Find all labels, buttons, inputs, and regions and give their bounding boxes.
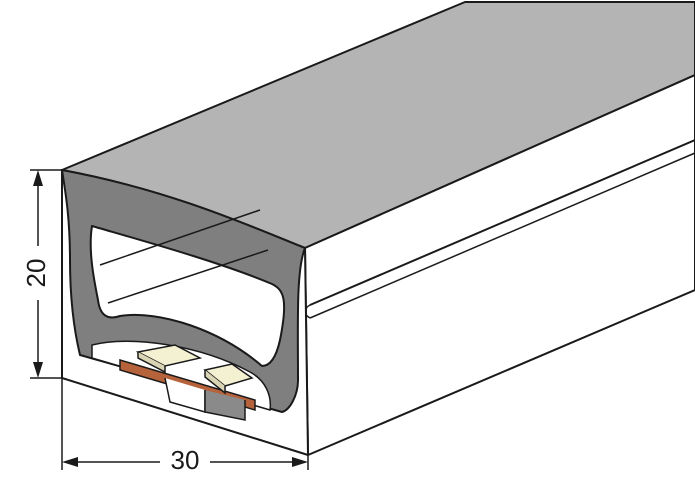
width-arrow-right <box>292 457 308 467</box>
width-dimension: 30 <box>61 378 309 475</box>
bottom-tab-right <box>204 390 246 421</box>
height-arrow-top <box>33 170 43 186</box>
side-groove-line-lower <box>309 152 695 319</box>
led-chip-2-side <box>204 370 226 395</box>
height-arrow-bottom <box>33 362 43 378</box>
height-dimension: 20 <box>21 169 62 379</box>
cavity-depth-line-lower <box>107 249 269 304</box>
led-chip-1-side <box>137 352 166 374</box>
side-groove-line <box>309 139 695 306</box>
led-chip-2 <box>203 363 254 387</box>
height-dimension-label: 20 <box>21 259 51 288</box>
width-arrow-left <box>62 457 78 467</box>
width-dimension-label: 30 <box>171 445 200 475</box>
cavity-depth-line-upper <box>99 209 261 266</box>
